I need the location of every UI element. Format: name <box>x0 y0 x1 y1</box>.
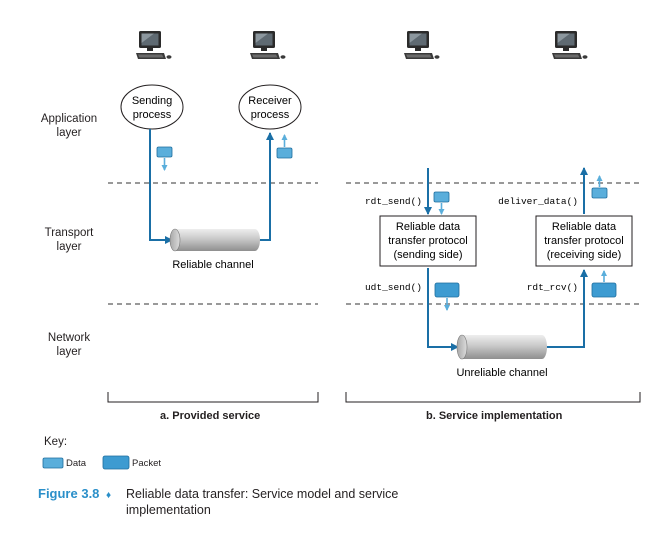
application-layer-word: Application <box>40 113 98 125</box>
layer-word: layer <box>56 127 82 139</box>
receiver-process-label-1: Receiver <box>248 95 292 107</box>
sending-process-ellipse <box>120 84 184 130</box>
data-key-icon <box>42 457 64 469</box>
computer-icon <box>250 31 286 59</box>
figure-caption-line-1: Reliable data transfer: Service model an… <box>126 487 399 501</box>
reliable-channel-pipe <box>169 228 260 252</box>
rdt-rcv-arrow <box>545 269 588 348</box>
data-icon <box>276 147 293 159</box>
rdt-send-label: rdt_send() <box>365 196 422 207</box>
provided-service-caption: a. Provided service <box>160 410 261 422</box>
figure-number-text: Figure 3.8 <box>38 486 100 501</box>
packet-key-label: Packet <box>132 458 162 469</box>
sending-process-label-2: process <box>133 109 172 121</box>
computer-icon <box>552 31 588 59</box>
right-bracket <box>345 392 641 403</box>
receiving-side-protocol-box <box>535 215 633 267</box>
reliable-channel-label: Reliable channel <box>172 259 253 271</box>
data-icon <box>433 191 450 203</box>
transport-layer-label: Transport layer <box>30 226 108 254</box>
application-layer-label: Application layer <box>30 112 108 140</box>
transport-layer-word: Transport <box>44 227 94 239</box>
figure-caption-line-2: implementation <box>126 503 211 517</box>
unreliable-channel-pipe <box>456 334 547 360</box>
data-icon <box>156 146 173 158</box>
receiver-process-ellipse <box>238 84 302 130</box>
receiving-box-line-3: (receiving side) <box>547 249 622 261</box>
figure-bullet: ♦ <box>106 490 112 501</box>
receiving-box-line-1: Reliable data <box>552 221 617 233</box>
udt-send-label: udt_send() <box>365 282 422 293</box>
udt-send-arrow <box>427 268 459 351</box>
network-layer-label: Network layer <box>30 331 108 359</box>
computer-icon <box>136 31 172 59</box>
sending-process-label-1: Sending <box>132 95 172 107</box>
packet-icon <box>591 282 617 298</box>
rdt-rcv-label: rdt_rcv() <box>527 282 578 293</box>
layer-word: layer <box>56 241 82 253</box>
unreliable-channel-label: Unreliable channel <box>456 367 547 379</box>
receive-path-arrow <box>256 132 274 241</box>
data-key-label: Data <box>66 458 87 469</box>
computer-icon <box>404 31 440 59</box>
sending-box-line-3: (sending side) <box>393 249 462 261</box>
send-path-arrow <box>149 129 173 244</box>
sending-box-line-2: transfer protocol <box>388 235 467 247</box>
left-bracket <box>107 392 319 403</box>
figure-caption: Reliable data transfer: Service model an… <box>126 486 398 518</box>
sending-box-line-1: Reliable data <box>396 221 461 233</box>
figure-number: Figure 3.8 ♦ <box>38 486 114 501</box>
packet-key-icon <box>102 455 130 470</box>
receiver-process-label-2: process <box>251 109 290 121</box>
key-title: Key: <box>44 436 68 448</box>
layer-word: layer <box>56 346 82 358</box>
deliver-data-label: deliver_data() <box>498 196 578 207</box>
receiving-box-line-2: transfer protocol <box>544 235 623 247</box>
network-layer-word: Network <box>47 332 91 344</box>
service-implementation-caption: b. Service implementation <box>426 410 563 422</box>
packet-icon <box>434 282 460 298</box>
data-icon <box>591 187 608 199</box>
sending-side-protocol-box <box>379 215 477 267</box>
